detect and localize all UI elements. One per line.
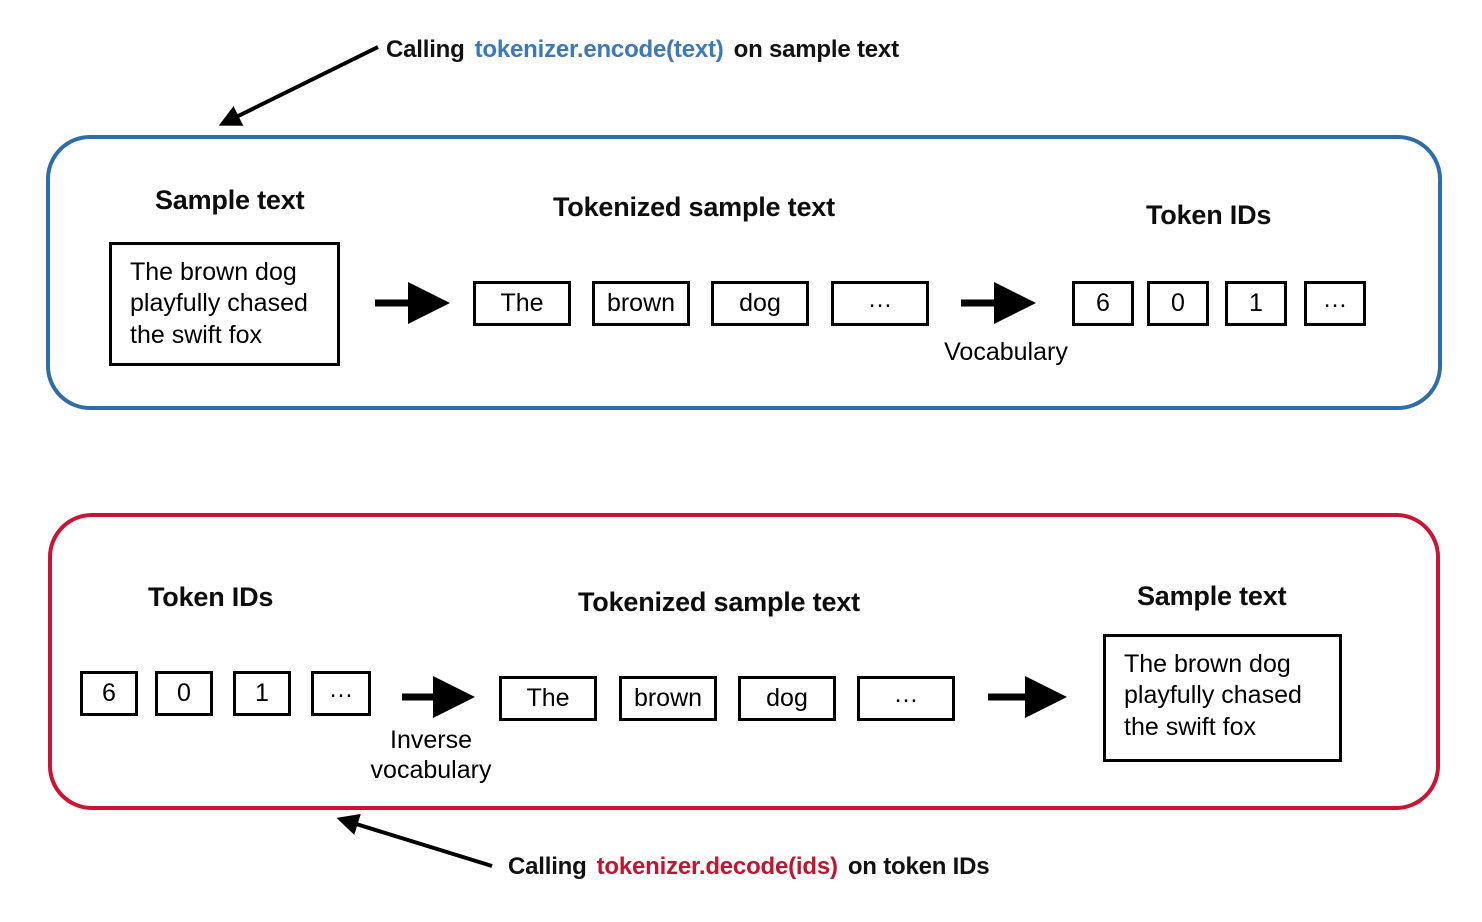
decode-caption-code: tokenizer.decode(ids) xyxy=(596,853,838,880)
encode-caption: Calling tokenizer.encode(text) on sample t… xyxy=(386,36,899,64)
decode-caption-prefix: Calling xyxy=(508,853,587,880)
decode-token-label: … xyxy=(893,680,919,708)
encode-token-id-label: 0 xyxy=(1171,289,1185,317)
encode-token-label: dog xyxy=(739,289,781,317)
encode-token-id-label: 6 xyxy=(1096,289,1110,317)
encode-token-box: The xyxy=(473,281,571,326)
decode-tokens-heading: Tokenized sample text xyxy=(578,587,860,617)
decode-token-id-box: … xyxy=(311,671,371,716)
encode-token-box: … xyxy=(831,281,929,326)
decode-token-id-label: … xyxy=(328,675,354,703)
decode-token-id-label: 1 xyxy=(255,679,269,707)
encode-token-id-label: 1 xyxy=(1249,289,1263,317)
encode-sample-text: The brown dog playfully chased the swift… xyxy=(130,258,308,349)
encode-token-id-box: 0 xyxy=(1147,281,1209,326)
encode-token-label: brown xyxy=(606,289,676,317)
encode-arrow-label: Vocabulary xyxy=(944,338,1068,366)
encode-token-box: dog xyxy=(711,281,809,326)
callout-arrow-up-left-icon xyxy=(336,813,493,868)
decode-sample-text: The brown dog playfully chased the swift… xyxy=(1124,650,1302,741)
encode-caption-prefix: Calling xyxy=(386,36,465,63)
encode-sample-heading: Sample text xyxy=(155,185,305,215)
encode-token-label: … xyxy=(867,285,893,313)
decode-token-box: The xyxy=(499,676,597,721)
encode-tokens-heading: Tokenized sample text xyxy=(553,192,835,222)
decode-token-label: dog xyxy=(766,684,808,712)
encode-token-id-label: … xyxy=(1322,285,1348,313)
encode-token-label: The xyxy=(500,289,544,317)
decode-token-box: … xyxy=(857,676,955,721)
encode-sample-text-box: The brown dog playfully chased the swift… xyxy=(109,242,340,366)
encode-token-id-box: 1 xyxy=(1225,281,1287,326)
decode-caption: Calling tokenizer.decode(ids) on token IDs xyxy=(508,853,990,881)
encode-ids-heading: Token IDs xyxy=(1146,200,1272,230)
decode-token-box: dog xyxy=(738,676,836,721)
decode-ids-heading: Token IDs xyxy=(148,582,274,612)
decode-token-label: brown xyxy=(633,684,703,712)
decode-caption-suffix: on token IDs xyxy=(847,853,990,880)
decode-token-id-box: 0 xyxy=(155,671,213,716)
decode-token-id-box: 6 xyxy=(80,671,138,716)
encode-token-box: brown xyxy=(592,281,690,326)
decode-arrow-label: Inverse vocabulary xyxy=(370,726,492,784)
encode-caption-code: tokenizer.encode(text) xyxy=(474,36,724,63)
decode-token-label: The xyxy=(526,684,570,712)
decode-token-id-label: 6 xyxy=(102,679,116,707)
decode-token-id-box: 1 xyxy=(233,671,291,716)
callout-arrow-down-left-icon xyxy=(218,45,379,126)
encode-token-id-box: … xyxy=(1304,281,1366,326)
decode-sample-text-box: The brown dog playfully chased the swift… xyxy=(1103,634,1342,762)
encode-token-id-box: 6 xyxy=(1072,281,1134,326)
decode-token-box: brown xyxy=(619,676,717,721)
encode-caption-suffix: on sample text xyxy=(733,36,899,63)
decode-token-id-label: 0 xyxy=(177,679,191,707)
decode-sample-heading: Sample text xyxy=(1137,581,1287,611)
